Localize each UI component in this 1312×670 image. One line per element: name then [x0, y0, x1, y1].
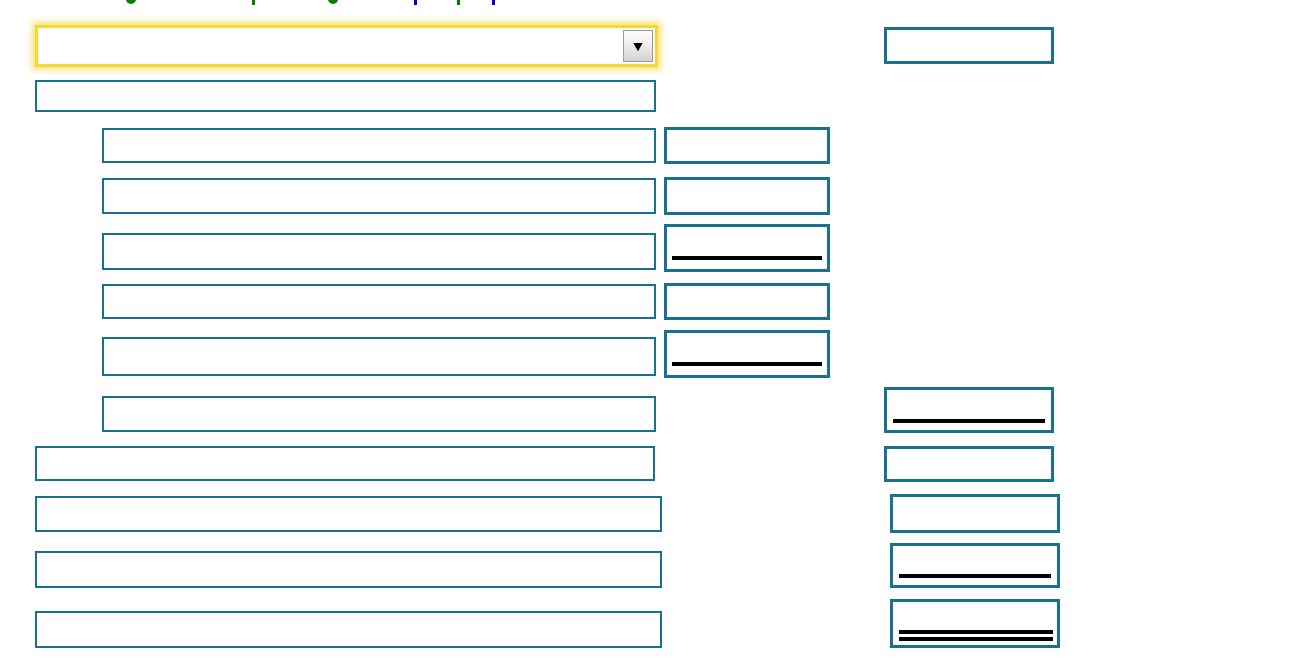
dropdown-arrow-icon: ▼ [630, 38, 646, 54]
line-item-6-amount-field[interactable] [884, 387, 1054, 433]
clipped-text-fragment [328, 0, 338, 4]
clipped-text-fragment [414, 0, 417, 5]
line-item-6-label-field[interactable] [102, 396, 656, 432]
line-item-4-label-field[interactable] [102, 284, 656, 319]
category-dropdown[interactable]: ▼ [35, 25, 658, 67]
line-item-3-amount-field[interactable] [664, 224, 830, 272]
summary-row-1-amount-field[interactable] [884, 446, 1054, 482]
summary-row-4-amount-field[interactable] [890, 599, 1060, 648]
subtotal-rule [672, 256, 822, 260]
line-item-1-amount-field[interactable] [664, 127, 830, 164]
section-header-field[interactable] [35, 80, 656, 112]
subtotal-rule [893, 419, 1045, 423]
line-item-4-amount-field[interactable] [664, 283, 830, 320]
clipped-text-fragment [126, 0, 136, 4]
dropdown-arrow-button[interactable]: ▼ [623, 30, 653, 62]
summary-row-4-label-field[interactable] [35, 611, 662, 648]
grand-total-rule-top [899, 630, 1053, 634]
line-item-3-label-field[interactable] [102, 233, 656, 270]
line-item-2-amount-field[interactable] [664, 177, 830, 215]
line-item-5-label-field[interactable] [102, 337, 656, 376]
summary-row-3-label-field[interactable] [35, 551, 662, 588]
grand-total-rule-bottom [899, 637, 1053, 641]
clipped-text-fragment [252, 0, 255, 5]
category-dropdown-value [46, 28, 615, 64]
line-item-1-label-field[interactable] [102, 128, 656, 163]
line-item-5-amount-field[interactable] [664, 330, 830, 378]
clipped-top-text [0, 0, 1312, 7]
top-right-amount-field[interactable] [884, 27, 1054, 64]
clipped-text-fragment [492, 0, 495, 5]
subtotal-rule [899, 574, 1051, 578]
summary-row-3-amount-field[interactable] [890, 543, 1060, 588]
subtotal-rule [672, 362, 822, 366]
line-item-2-label-field[interactable] [102, 178, 656, 214]
clipped-text-fragment [457, 0, 460, 5]
summary-row-2-label-field[interactable] [35, 496, 662, 532]
summary-row-1-label-field[interactable] [35, 446, 655, 481]
summary-row-2-amount-field[interactable] [890, 494, 1060, 533]
